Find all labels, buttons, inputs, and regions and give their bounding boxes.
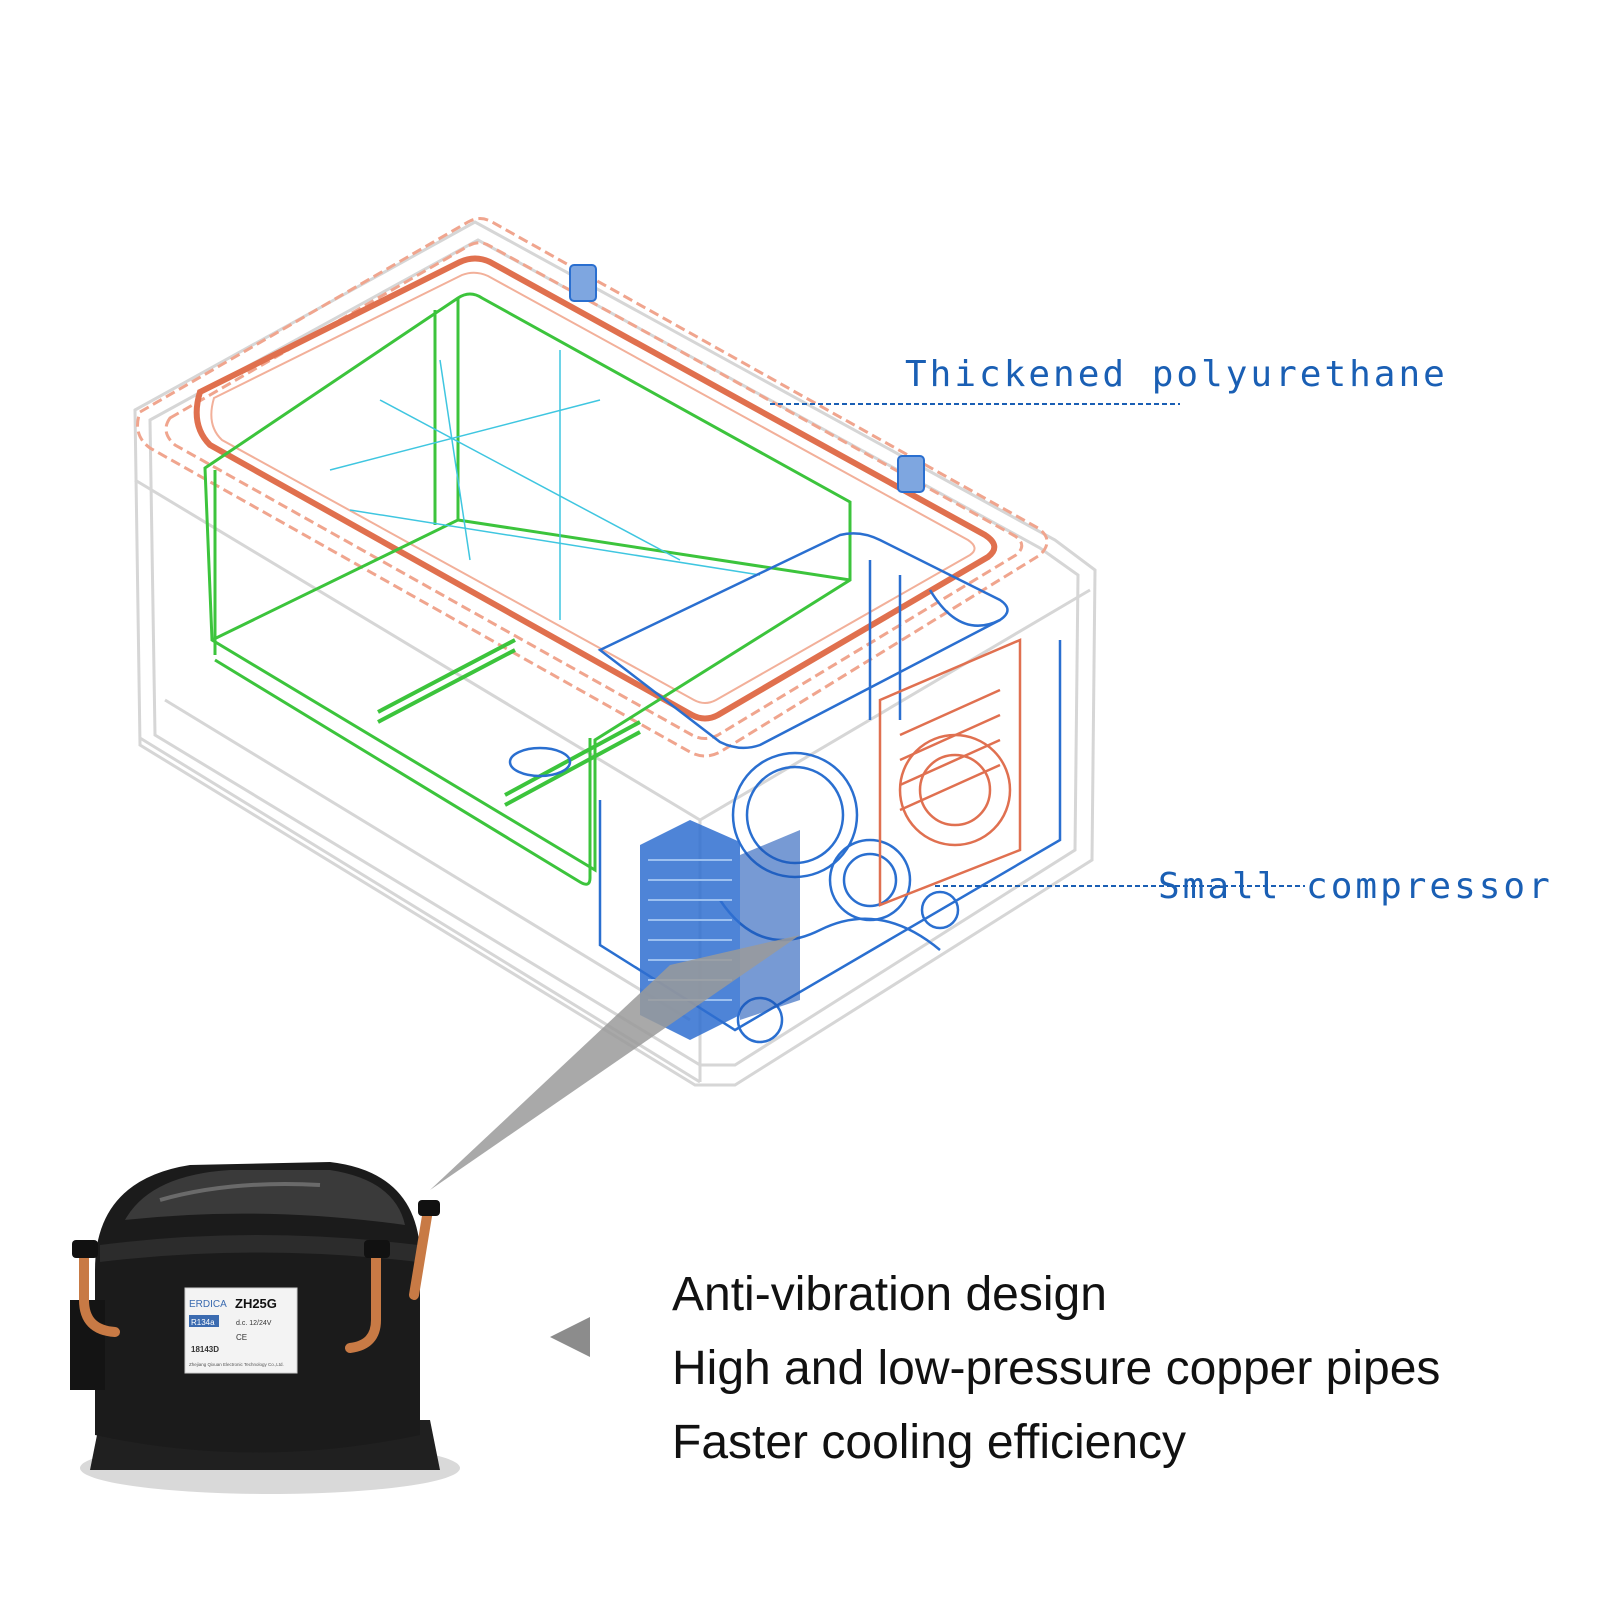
outer-shell (133, 220, 1097, 1087)
liner-rails (377, 638, 641, 807)
copper-pipes (79, 1205, 433, 1353)
lid-hinge (569, 264, 925, 493)
feature-item: Faster cooling efficiency (672, 1416, 1187, 1469)
label-voltage: d.c. 12/24V (236, 1320, 272, 1327)
label-refrigerant: R134a (191, 1318, 215, 1327)
inner-liner (203, 292, 852, 886)
label-serial: 18143D (191, 1345, 219, 1354)
interior-guides (329, 350, 761, 620)
feature-item: High and low-pressure copper pipes (672, 1342, 1441, 1395)
label-maker: Zhejiang Qixuan Electronic Technology Co… (189, 1362, 284, 1367)
condenser-fan (878, 638, 1022, 907)
label-brand: ERDICA (189, 1299, 227, 1310)
compressor-illustration: ERDICA ZH25G R134a d.c. 12/24V CE 18143D… (70, 1162, 460, 1494)
pointer-arrow (550, 1317, 590, 1357)
callout-compressor: Small compressor (1158, 866, 1553, 907)
callout-leaders (770, 403, 1305, 887)
feature-item: Anti-vibration design (672, 1268, 1107, 1321)
label-cert: CE (236, 1333, 247, 1342)
lid-seal (193, 255, 998, 722)
callout-polyurethane: Thickened polyurethane (905, 354, 1448, 395)
feature-list: Anti-vibration design High and low-press… (672, 1258, 1440, 1480)
label-model: ZH25G (235, 1296, 277, 1311)
lid-frame (136, 217, 1049, 758)
compressor-label-plate: ERDICA ZH25G R134a d.c. 12/24V CE 18143D… (184, 1287, 298, 1374)
zoom-cone (430, 935, 800, 1190)
